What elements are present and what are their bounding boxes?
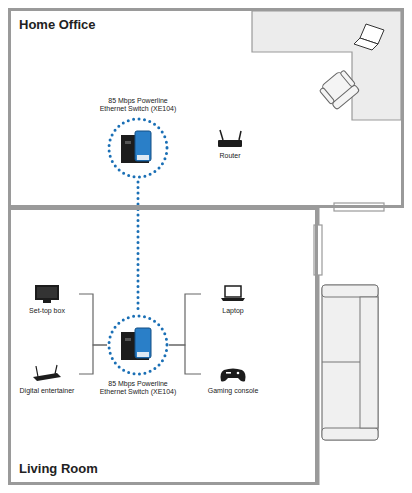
room-name: Living Room: [19, 461, 98, 476]
powerline-switch: 85 Mbps Powerline Ethernet Switch (XE104…: [107, 117, 169, 179]
switch-outline: [107, 117, 169, 179]
network-link: [169, 345, 201, 374]
room-name: Home Office: [19, 17, 96, 32]
device: Digital entertainer: [17, 363, 77, 395]
network-link: [79, 345, 107, 374]
device: Gaming console: [203, 363, 263, 395]
entertainer-icon: [30, 363, 64, 385]
router-icon: [215, 128, 245, 150]
device-label: Router: [200, 152, 260, 160]
device-label: Gaming console: [203, 387, 263, 395]
device-label: Set-top box: [17, 307, 77, 315]
tv-icon: [32, 283, 62, 305]
network-link: [137, 182, 140, 311]
device-label: 85 Mbps Powerline Ethernet Switch (XE104…: [98, 97, 178, 113]
powerline-switch: 85 Mbps Powerline Ethernet Switch (XE104…: [107, 314, 169, 376]
device-label: Laptop: [203, 307, 263, 315]
switch-outline: [107, 314, 169, 376]
device: Set-top box: [17, 283, 77, 315]
room: Living Room 85 Mbps Powerline Ethernet Sw…: [8, 207, 318, 485]
device-label: 85 Mbps Powerline Ethernet Switch (XE104…: [98, 380, 178, 396]
device: Laptop: [203, 283, 263, 315]
laptop-icon: [218, 283, 248, 305]
device-label: Digital entertainer: [17, 387, 77, 395]
gamepad-icon: [218, 363, 248, 385]
network-link: [79, 294, 107, 345]
room: Home Office 85 Mbps Powerline Ethernet Sw…: [8, 8, 404, 208]
network-link: [169, 294, 201, 345]
device: Router: [200, 128, 260, 160]
